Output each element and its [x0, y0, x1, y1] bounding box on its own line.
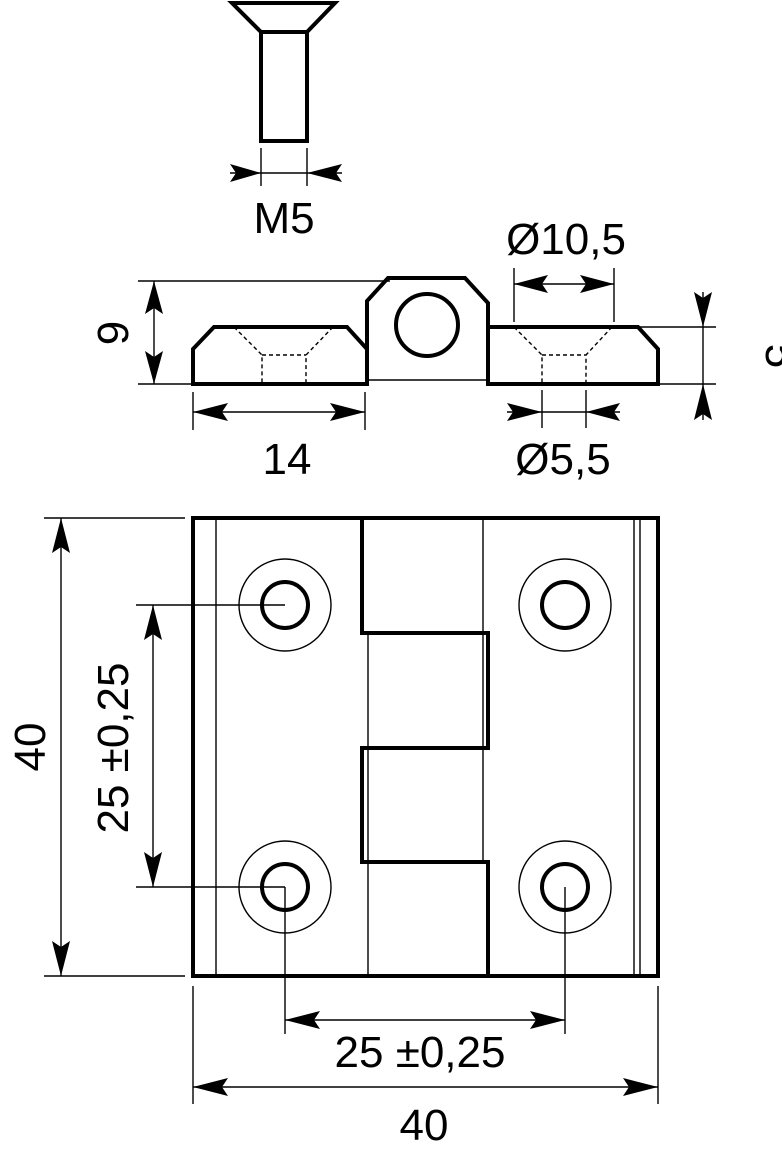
countersink-diameter-label: Ø10,5: [506, 215, 626, 264]
overall-height-40-dimension: 40: [6, 517, 185, 977]
screw-thread-label: M5: [253, 194, 314, 243]
overall-width-40-dimension: 40: [192, 986, 659, 1150]
hole-spacing-horizontal-value: 25: [335, 1028, 396, 1077]
height-9-dimension: 9: [89, 280, 390, 385]
hole-diameter-label: Ø5,5: [515, 435, 610, 484]
hole-diameter-dimension: Ø5,5: [507, 390, 620, 484]
hinge-side-view: [191, 276, 660, 386]
screw-thread-dimension: M5: [230, 148, 342, 243]
leaf-thickness-5-dimension: 5: [640, 292, 782, 420]
leaf-width-label: 14: [263, 435, 312, 484]
hole-spacing-horizontal-label: 25 ±0,25: [335, 1028, 506, 1077]
overall-height-label: 40: [6, 723, 55, 772]
hinge-top-view: [191, 516, 660, 978]
hole-spacing-vertical-dimension: 25 ±0,25: [89, 604, 285, 888]
hole-spacing-vertical-value: 25: [89, 772, 138, 833]
countersink-diameter-dimension: Ø10,5: [506, 215, 626, 322]
leaf-thickness-label: 5: [756, 344, 782, 368]
countersunk-screw: [227, 1, 340, 143]
hole-spacing-vertical-label: 25 ±0,25: [89, 663, 138, 834]
height-label: 9: [89, 321, 138, 345]
hole-spacing-vertical-tolerance: ±0,25: [89, 663, 138, 773]
hole-spacing-horizontal-tolerance: ±0,25: [396, 1028, 506, 1077]
overall-width-label: 40: [400, 1101, 449, 1150]
leaf-width-14-dimension: 14: [192, 392, 366, 484]
hole-spacing-horizontal-dimension: 25 ±0,25: [284, 887, 566, 1077]
mounting-hole-top-right: [518, 558, 612, 652]
